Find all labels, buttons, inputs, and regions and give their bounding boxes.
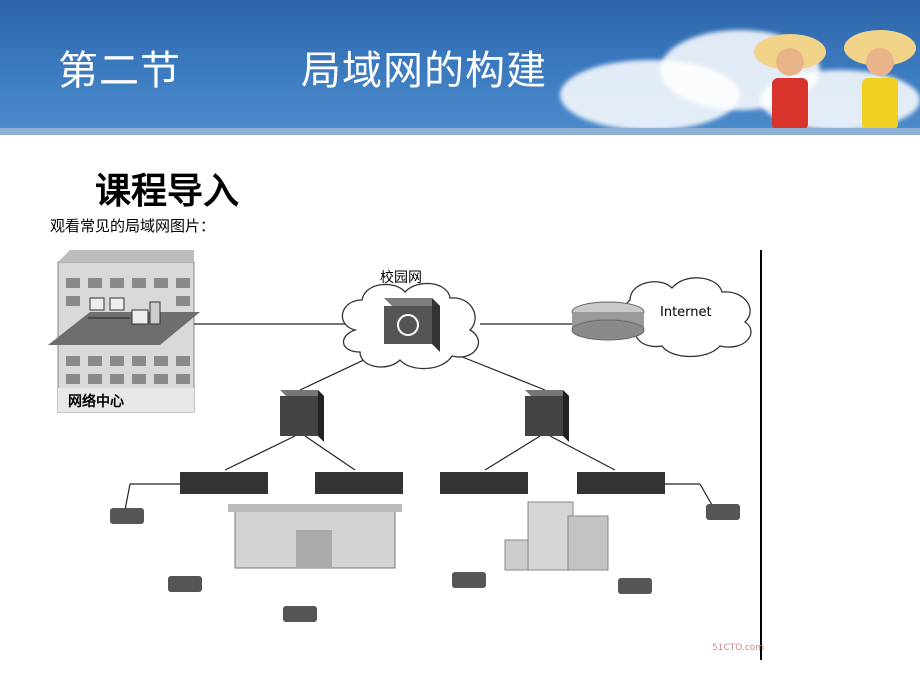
internet-cloud: Internet (571, 277, 752, 358)
slide-header (0, 0, 920, 135)
girls-photo (754, 30, 916, 130)
section-title: 课程导入 (95, 171, 240, 212)
divider-line (760, 250, 762, 660)
header-band (0, 128, 920, 135)
intro-text: 观看常见的局域网图片： (50, 217, 216, 235)
distribution-switch-right (525, 390, 569, 442)
access-switch (440, 472, 528, 494)
watermark: 51CTO.com (712, 643, 764, 653)
heading-part2: 局域网的构建 (301, 48, 547, 94)
center-label: 网络中心 (68, 393, 124, 410)
office-building (504, 501, 609, 571)
classroom-building (228, 504, 402, 569)
core-switch-icon (397, 314, 419, 336)
router-icon (571, 319, 645, 341)
page-title: 第二节 局域网的构建 (58, 38, 547, 96)
access-switches (180, 472, 665, 494)
campus-label: 校园网 (380, 269, 422, 286)
wireless-ap-icon (706, 504, 740, 520)
distribution-switch-left (280, 390, 324, 442)
campus-cloud: 校园网 (341, 269, 480, 370)
wireless-access-points (110, 504, 740, 622)
access-switch (315, 472, 403, 494)
access-switch (180, 472, 268, 494)
network-center-building: 网络中心 (48, 250, 200, 413)
access-switch (577, 472, 665, 494)
wireless-ap-icon (283, 606, 317, 622)
wireless-ap-icon (452, 572, 486, 588)
wireless-ap-icon (168, 576, 202, 592)
wireless-ap-icon (110, 508, 144, 524)
heading-part1: 第二节 (58, 48, 181, 94)
internet-label: Internet (660, 305, 712, 320)
wireless-ap-icon (618, 578, 652, 594)
